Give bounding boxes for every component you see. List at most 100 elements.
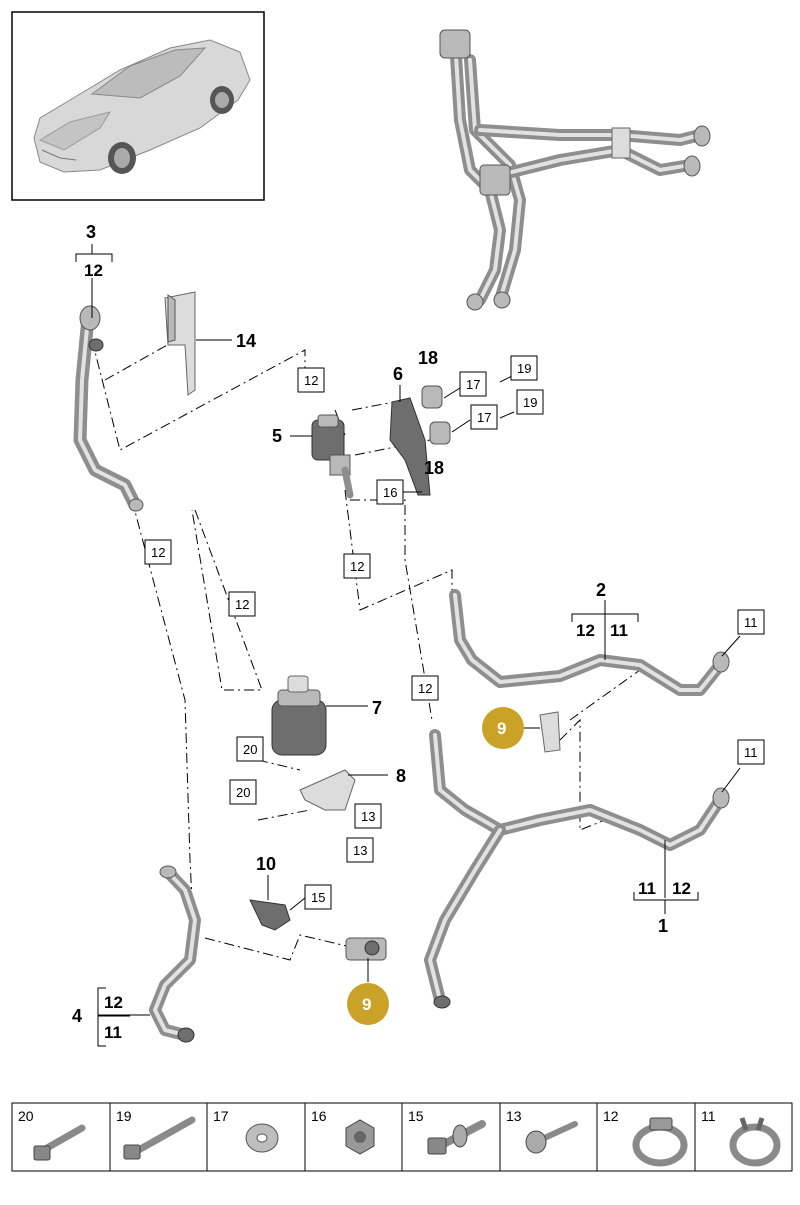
svg-text:9: 9: [497, 719, 506, 738]
svg-text:17: 17: [213, 1108, 229, 1124]
legend-cell-11[interactable]: 11: [701, 1108, 781, 1167]
callout-18-upper: 18: [418, 348, 438, 368]
sports-car-illustration: [33, 39, 251, 174]
svg-text:16: 16: [383, 485, 397, 500]
long-bolt-icon: [123, 1116, 196, 1160]
ref-box-17-upper: 17: [459, 371, 487, 397]
ref-box-19-lower: 19: [516, 389, 544, 415]
svg-text:12: 12: [350, 559, 364, 574]
legend-cell-17[interactable]: 17: [213, 1108, 279, 1153]
part-14-bracket[interactable]: [164, 291, 196, 396]
part-9-clip-upper[interactable]: [539, 711, 561, 753]
part-5-pump[interactable]: [311, 414, 354, 499]
ref-box-11-lower: 11: [737, 739, 765, 765]
leader-lines: [91, 278, 741, 1016]
short-bolt-icon: [33, 1124, 86, 1161]
hose-clamp-icon: [632, 1117, 688, 1167]
svg-text:17: 17: [466, 377, 480, 392]
svg-text:12: 12: [151, 545, 165, 560]
svg-text:12: 12: [603, 1108, 619, 1124]
group-4-clamps: 12 11: [97, 987, 130, 1047]
part-9-clip-lower[interactable]: [345, 937, 387, 961]
svg-text:19: 19: [523, 395, 537, 410]
svg-text:12: 12: [304, 373, 318, 388]
svg-text:20: 20: [236, 785, 250, 800]
ref-box-20-lower: 20: [229, 779, 257, 805]
part-2-coolant-hose[interactable]: [449, 589, 730, 696]
callout-labels: 3 14 5 6 18 18 2 7 8 10 4 1: [72, 222, 668, 1026]
svg-text:13: 13: [361, 809, 375, 824]
ref-box-13-upper: 13: [354, 803, 382, 829]
svg-text:12: 12: [104, 993, 123, 1012]
svg-text:12: 12: [576, 621, 595, 640]
hex-nut-icon: [345, 1119, 375, 1155]
legend-cell-19[interactable]: 19: [116, 1108, 196, 1160]
part-18-mount-lower[interactable]: [429, 421, 451, 445]
svg-text:12: 12: [84, 261, 103, 280]
svg-text:20: 20: [18, 1108, 34, 1124]
fastener-legend: 20 19 17 16: [11, 1102, 793, 1172]
svg-text:13: 13: [506, 1108, 522, 1124]
part-8-bracket[interactable]: [299, 769, 356, 811]
connection-lines: [91, 334, 641, 961]
washer-icon: [245, 1123, 279, 1153]
spring-clamp-icon: [729, 1117, 781, 1167]
ref-box-12-mid: 12: [228, 591, 256, 617]
callout-5: 5: [272, 426, 282, 446]
svg-text:11: 11: [610, 621, 628, 640]
svg-text:20: 20: [243, 742, 257, 757]
legend-cell-16[interactable]: 16: [311, 1108, 375, 1155]
svg-text:11: 11: [744, 615, 758, 630]
group-1-clamps: 11 12: [633, 874, 699, 914]
svg-text:16: 16: [311, 1108, 327, 1124]
vehicle-thumbnail[interactable]: [11, 11, 265, 201]
legend-cell-20[interactable]: 20: [18, 1108, 86, 1161]
part-10-bracket[interactable]: [249, 899, 291, 931]
callout-7: 7: [372, 698, 382, 718]
ref-box-19-upper: 19: [510, 355, 538, 381]
svg-text:12: 12: [235, 597, 249, 612]
part-6-mounting-plate[interactable]: [389, 397, 431, 496]
boxed-references: 12 12 12 12 12 17 17 19 19 16 11 11 20 2…: [144, 355, 765, 910]
callout-4: 4: [72, 1006, 82, 1026]
bolt-with-washer-icon: [427, 1120, 486, 1155]
overview-hose-assembly[interactable]: [439, 29, 711, 311]
svg-text:19: 19: [116, 1108, 132, 1124]
legend-cell-15[interactable]: 15: [408, 1108, 486, 1155]
svg-text:17: 17: [477, 410, 491, 425]
svg-text:11: 11: [104, 1023, 122, 1042]
svg-text:11: 11: [744, 745, 758, 760]
ref-box-15: 15: [304, 884, 332, 910]
badge-9-lower[interactable]: 9: [347, 983, 389, 1025]
ref-box-16: 16: [376, 479, 404, 505]
ref-box-12-lower: 12: [411, 675, 439, 701]
svg-text:12: 12: [418, 681, 432, 696]
svg-text:12: 12: [672, 879, 691, 898]
ref-box-12-center: 12: [343, 553, 371, 579]
svg-text:9: 9: [362, 995, 371, 1014]
ref-box-17-lower: 17: [470, 404, 498, 430]
part-3-coolant-hose[interactable]: [73, 305, 144, 512]
ref-box-12-left: 12: [144, 539, 172, 565]
badge-9-upper[interactable]: 9: [482, 707, 524, 749]
svg-text:19: 19: [517, 361, 531, 376]
callout-3: 3: [86, 222, 96, 242]
svg-text:13: 13: [353, 843, 367, 858]
part-18-mount-upper[interactable]: [421, 385, 443, 409]
ref-box-13-lower: 13: [346, 837, 374, 863]
legend-cell-12[interactable]: 12: [603, 1108, 688, 1167]
torx-screw-icon: [525, 1121, 578, 1154]
callout-8: 8: [396, 766, 406, 786]
group-2-clamps: 12 11: [571, 600, 639, 640]
callout-2: 2: [596, 580, 606, 600]
part-4-coolant-hose[interactable]: [149, 865, 201, 1043]
legend-cell-13[interactable]: 13: [506, 1108, 578, 1154]
callout-6: 6: [393, 364, 403, 384]
part-1-coolant-hose[interactable]: [424, 729, 730, 1009]
svg-text:11: 11: [701, 1108, 716, 1124]
callout-10: 10: [256, 854, 276, 874]
part-7-pump[interactable]: [271, 675, 327, 756]
svg-text:15: 15: [311, 890, 325, 905]
callout-1: 1: [658, 916, 668, 936]
